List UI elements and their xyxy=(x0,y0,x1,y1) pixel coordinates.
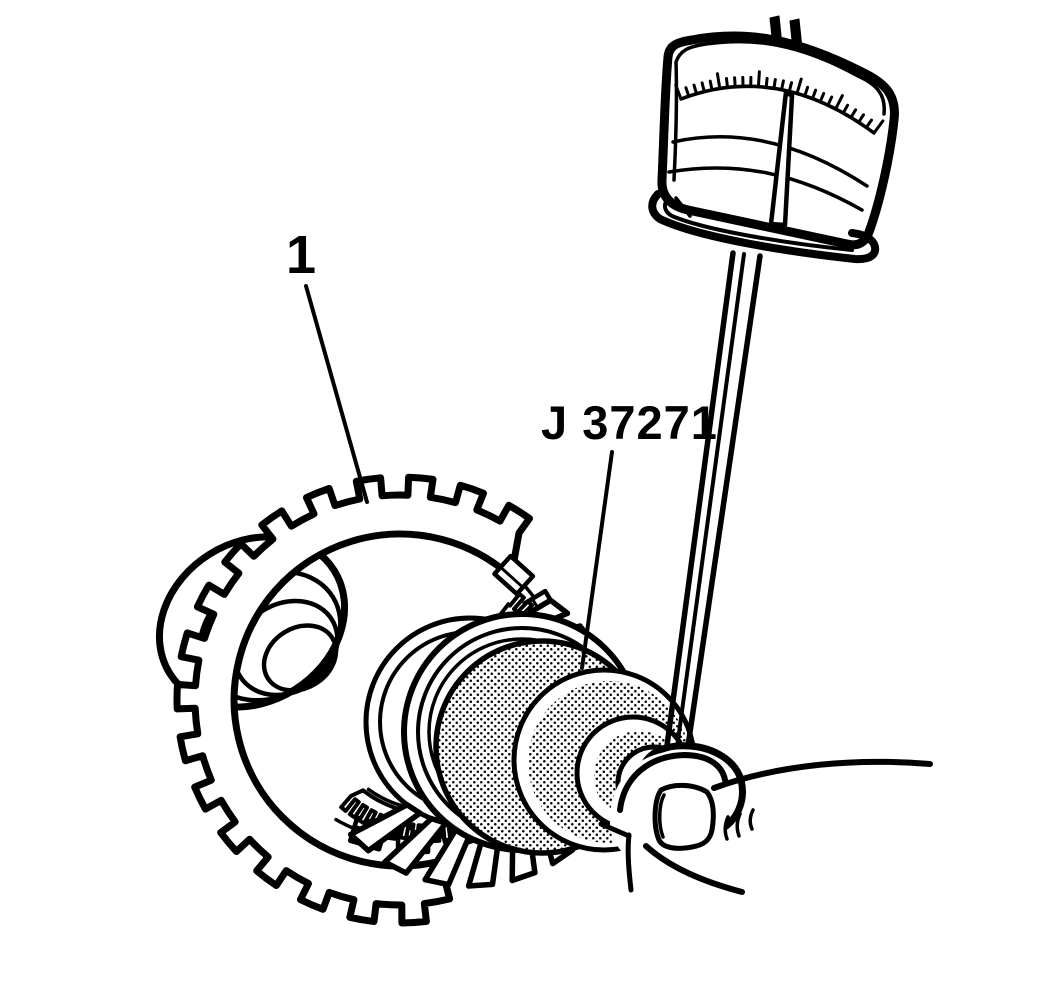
thumb-knuckle-line xyxy=(617,752,728,813)
gauge-scale-tick xyxy=(803,85,810,98)
gauge-base-bracket xyxy=(648,190,880,264)
callout-label-1: 1 xyxy=(286,225,317,285)
knuckle-crease-line xyxy=(723,815,730,841)
gauge-scale-tick xyxy=(725,77,729,89)
gauge-needle xyxy=(768,89,795,228)
gauge-body-inner-line xyxy=(672,39,886,182)
clutch-drum-band xyxy=(173,473,533,927)
gauge-scale-tick xyxy=(787,81,793,93)
leader-line-1 xyxy=(304,284,369,504)
tool-shaft xyxy=(661,250,763,776)
thumbnail xyxy=(652,782,716,851)
knuckle-crease-line xyxy=(735,812,742,838)
gauge-scale-tick xyxy=(733,76,737,89)
knuckle-crease-line xyxy=(748,808,755,831)
gauge-scale-tick xyxy=(684,86,691,98)
gauge-base-bracket-inner xyxy=(662,198,854,252)
gauge-scale-tick xyxy=(864,118,873,129)
gauge-base-notch xyxy=(674,196,692,218)
thumb-bottom-contour xyxy=(643,843,745,895)
gauge-scale-tick xyxy=(764,76,769,89)
gauge-scale-tick xyxy=(715,72,722,90)
gauge-scale-tick xyxy=(841,103,850,115)
dial-indicator-gauge xyxy=(648,15,899,264)
gauge-scale-tick xyxy=(708,79,714,92)
gauge-scale-tick xyxy=(818,91,826,104)
gauge-scale-tick xyxy=(756,70,761,89)
drive-lug xyxy=(492,553,536,597)
callout-label-tool-number: J 37271 xyxy=(541,396,718,449)
castellated-drum-edge xyxy=(173,473,533,927)
gauge-scale-tick xyxy=(795,77,803,95)
gauge-scale-tick xyxy=(780,79,785,92)
gauge-scale-tick xyxy=(674,83,683,101)
gauge-scale-tick xyxy=(849,108,858,119)
gauge-scale-tick xyxy=(692,83,698,96)
helical-gear-tooth xyxy=(382,815,449,876)
thumb-left-line xyxy=(625,832,634,893)
shaft-line xyxy=(681,253,763,776)
gauge-scale-tick xyxy=(811,88,818,101)
gauge-scale-tick xyxy=(834,94,844,111)
thumbnail-inner-line xyxy=(658,793,666,839)
gauge-face-line xyxy=(671,135,869,188)
rear-hub-step-ring xyxy=(261,623,339,693)
shaft-line xyxy=(672,252,746,772)
shaft-line xyxy=(661,250,736,771)
hand-top-contour xyxy=(711,758,933,791)
gauge-scale-tick xyxy=(772,78,777,90)
drive-lug-edge xyxy=(499,565,525,589)
gauge-scale-tick xyxy=(857,113,865,124)
thumb-web-line xyxy=(598,821,632,839)
leader-line-tool xyxy=(580,450,614,670)
gauge-scale-tick xyxy=(826,95,834,107)
gauge-scale-tick xyxy=(700,81,706,94)
gauge-scale-tick xyxy=(872,119,885,135)
hand-holding-tool xyxy=(598,750,933,895)
callout-leader-lines xyxy=(304,284,614,670)
helical-gear-tooth xyxy=(347,802,423,854)
gauge-face-line xyxy=(667,166,864,212)
